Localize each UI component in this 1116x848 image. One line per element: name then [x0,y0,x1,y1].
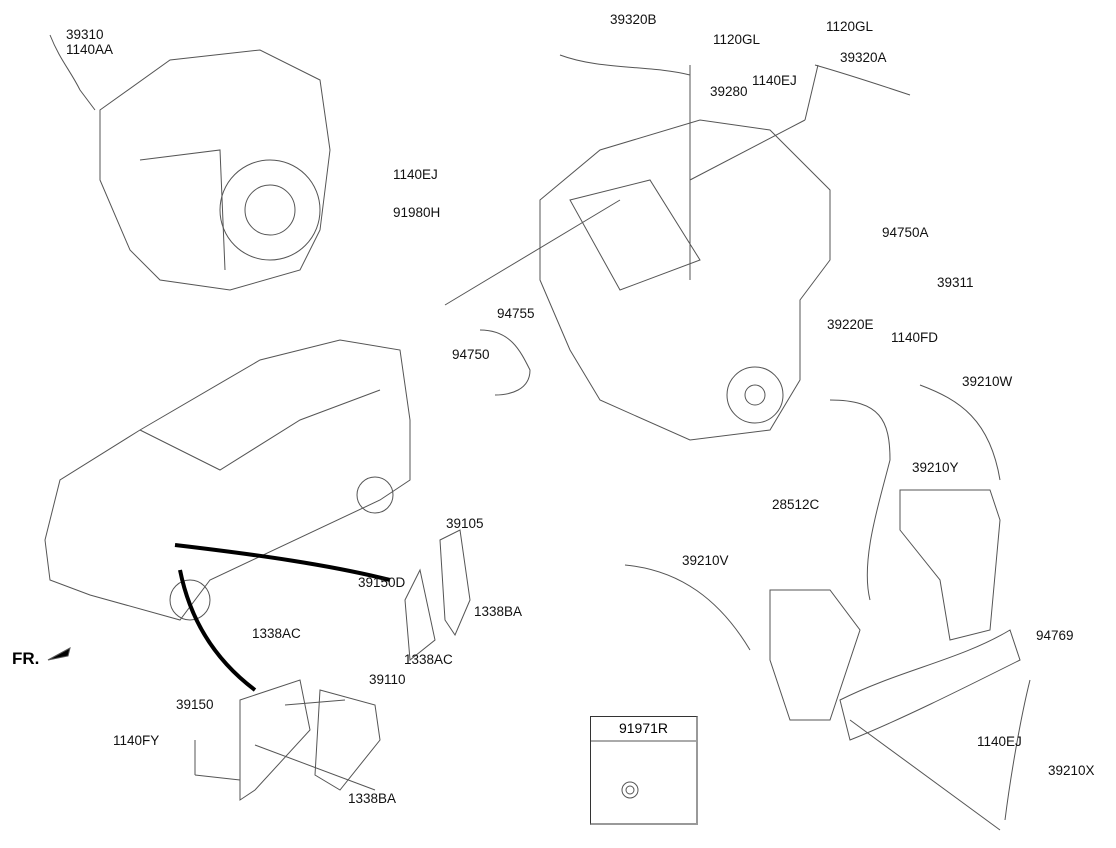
part-label[interactable]: 1120GL [713,32,761,47]
part-label[interactable]: 39320A [840,50,887,65]
part-label[interactable]: 1140EJ [977,734,1022,749]
part-label[interactable]: 39320B [610,12,657,27]
part-label[interactable]: 1140EJ [752,73,797,88]
part-label[interactable]: 28512C [772,497,820,512]
part-label[interactable]: 39210V [682,553,729,568]
part-label[interactable]: 39210Y [912,460,959,475]
part-label[interactable]: 39210X [1048,763,1095,778]
inset-part-number: 91971R [591,717,696,742]
part-label[interactable]: 94769 [1036,628,1074,643]
part-label[interactable]: 1338BA [474,604,523,619]
vehicle-illustration [44,339,411,692]
part-label[interactable]: 39311 [937,275,974,290]
front-direction-label: FR. [12,649,40,668]
part-label[interactable]: 1338BA [348,791,397,806]
part-label[interactable]: 1140EJ [393,167,438,182]
part-label[interactable]: 39210W [962,374,1013,389]
part-label[interactable]: 94750A [882,225,929,240]
inset-part-box[interactable]: 91971R [590,716,698,825]
part-label[interactable]: 1120GL [826,19,874,34]
part-label[interactable]: 1140FD [891,330,939,345]
part-label[interactable]: 39110 [369,672,406,687]
ecu-illustration [194,529,471,801]
part-label[interactable]: 1338AC [252,626,301,641]
transmission-illustration [49,34,331,291]
part-label[interactable]: 39150D [358,575,406,590]
part-label[interactable]: 1140AA [66,42,114,57]
part-label[interactable]: 39150 [176,697,214,712]
part-label[interactable]: 94750 [452,347,490,362]
part-label[interactable]: 1140FY [113,733,160,748]
engine-illustration [444,54,911,441]
part-label[interactable]: 1338AC [404,652,453,667]
part-label[interactable]: 39310 [66,27,104,42]
part-label[interactable]: 94755 [497,306,535,321]
part-label[interactable]: 91980H [393,205,441,220]
part-label[interactable]: 39105 [446,516,484,531]
part-label[interactable]: 39220E [827,317,874,332]
part-label[interactable]: 39280 [710,84,748,99]
exhaust-manifold-illustration [624,384,1031,831]
